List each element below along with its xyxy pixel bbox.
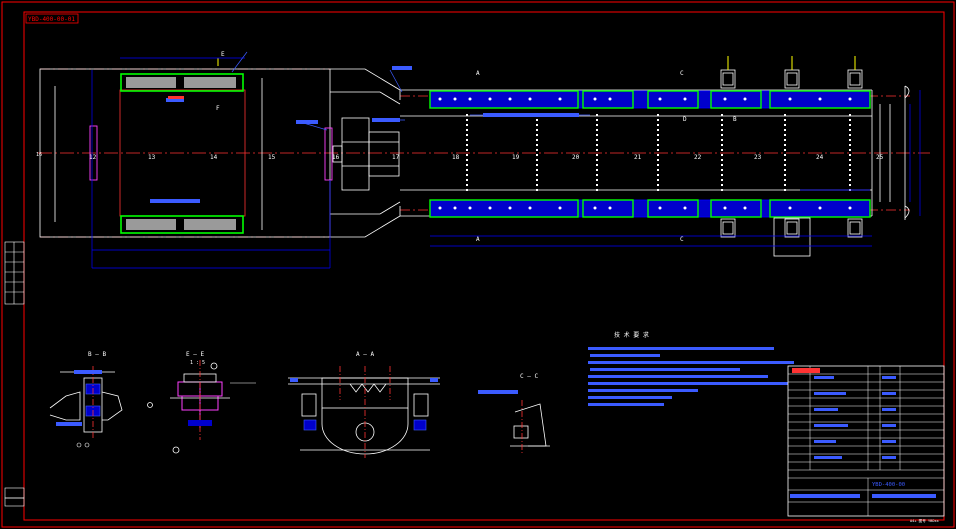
station-19: 19 bbox=[512, 154, 520, 161]
revision-grid-icon bbox=[4, 241, 25, 507]
section-b-b-title: B — B bbox=[88, 351, 106, 358]
station-12: 12 bbox=[89, 154, 97, 161]
section-e-e-scale: 1 : 5 bbox=[190, 360, 205, 366]
station-13: 13 bbox=[148, 154, 156, 161]
left-body-outline bbox=[39, 68, 331, 238]
section-mark-f: F bbox=[216, 105, 220, 112]
section-a-a-title: A — A bbox=[356, 351, 374, 358]
left-bottom-pad bbox=[120, 215, 244, 234]
notes-title: 技 术 要 求 bbox=[614, 331, 649, 339]
section-e-e: E — E 1 : 5 bbox=[147, 351, 256, 454]
station-25: 25 bbox=[876, 154, 884, 161]
drawing-number: YBD-400-00 bbox=[872, 482, 905, 488]
station-18: 18 bbox=[452, 154, 460, 161]
title-block-icon: YBD-400-00 A4+ 图号 YBDxx bbox=[787, 365, 945, 523]
section-e-e-title: E — E bbox=[186, 351, 204, 358]
section-a-a: A — A bbox=[288, 351, 440, 458]
section-mark-a-bottom: A bbox=[476, 236, 480, 243]
left-end-plate bbox=[89, 125, 98, 181]
section-c-c: C — C bbox=[478, 373, 550, 455]
section-b-b: B — B bbox=[49, 351, 123, 448]
inner-frame bbox=[23, 11, 945, 521]
station-15: 15 bbox=[268, 154, 276, 161]
sheet-scale: A4+ 图号 YBDxx bbox=[910, 518, 940, 523]
corner-tag: YBD-400-00-01 bbox=[25, 13, 79, 24]
bottom-longitudinal-beam bbox=[429, 199, 871, 218]
section-mark-c-bottom: C bbox=[680, 236, 684, 243]
station-20: 20 bbox=[572, 154, 580, 161]
left-end-label: 16 bbox=[36, 152, 42, 158]
wheel-blocks bbox=[720, 69, 863, 257]
station-24: 24 bbox=[816, 154, 824, 161]
dimension-lines bbox=[91, 57, 921, 269]
section-mark-d-top: D bbox=[683, 116, 687, 123]
section-mark-c-top: C bbox=[680, 70, 684, 77]
plan-view: 12 13 14 15 16 17 18 19 20 21 22 23 24 2… bbox=[36, 51, 930, 269]
section-c-c-title: C — C bbox=[520, 373, 538, 380]
kingpin-plate bbox=[324, 127, 333, 181]
left-top-pad bbox=[120, 73, 244, 92]
section-mark-a-top: A bbox=[476, 70, 480, 77]
corner-tag-text: YBD-400-00-01 bbox=[28, 16, 75, 23]
coupling-assembly bbox=[332, 117, 400, 191]
section-mark-b: B bbox=[733, 116, 737, 123]
station-16: 16 bbox=[332, 154, 340, 161]
station-23: 23 bbox=[754, 154, 762, 161]
top-longitudinal-beam bbox=[429, 90, 871, 109]
station-17: 17 bbox=[392, 154, 400, 161]
station-22: 22 bbox=[694, 154, 702, 161]
station-14: 14 bbox=[210, 154, 218, 161]
section-mark-e: E bbox=[221, 51, 225, 58]
station-21: 21 bbox=[634, 154, 642, 161]
cross-members bbox=[466, 114, 851, 192]
technical-notes: 技 术 要 求 bbox=[588, 331, 794, 406]
